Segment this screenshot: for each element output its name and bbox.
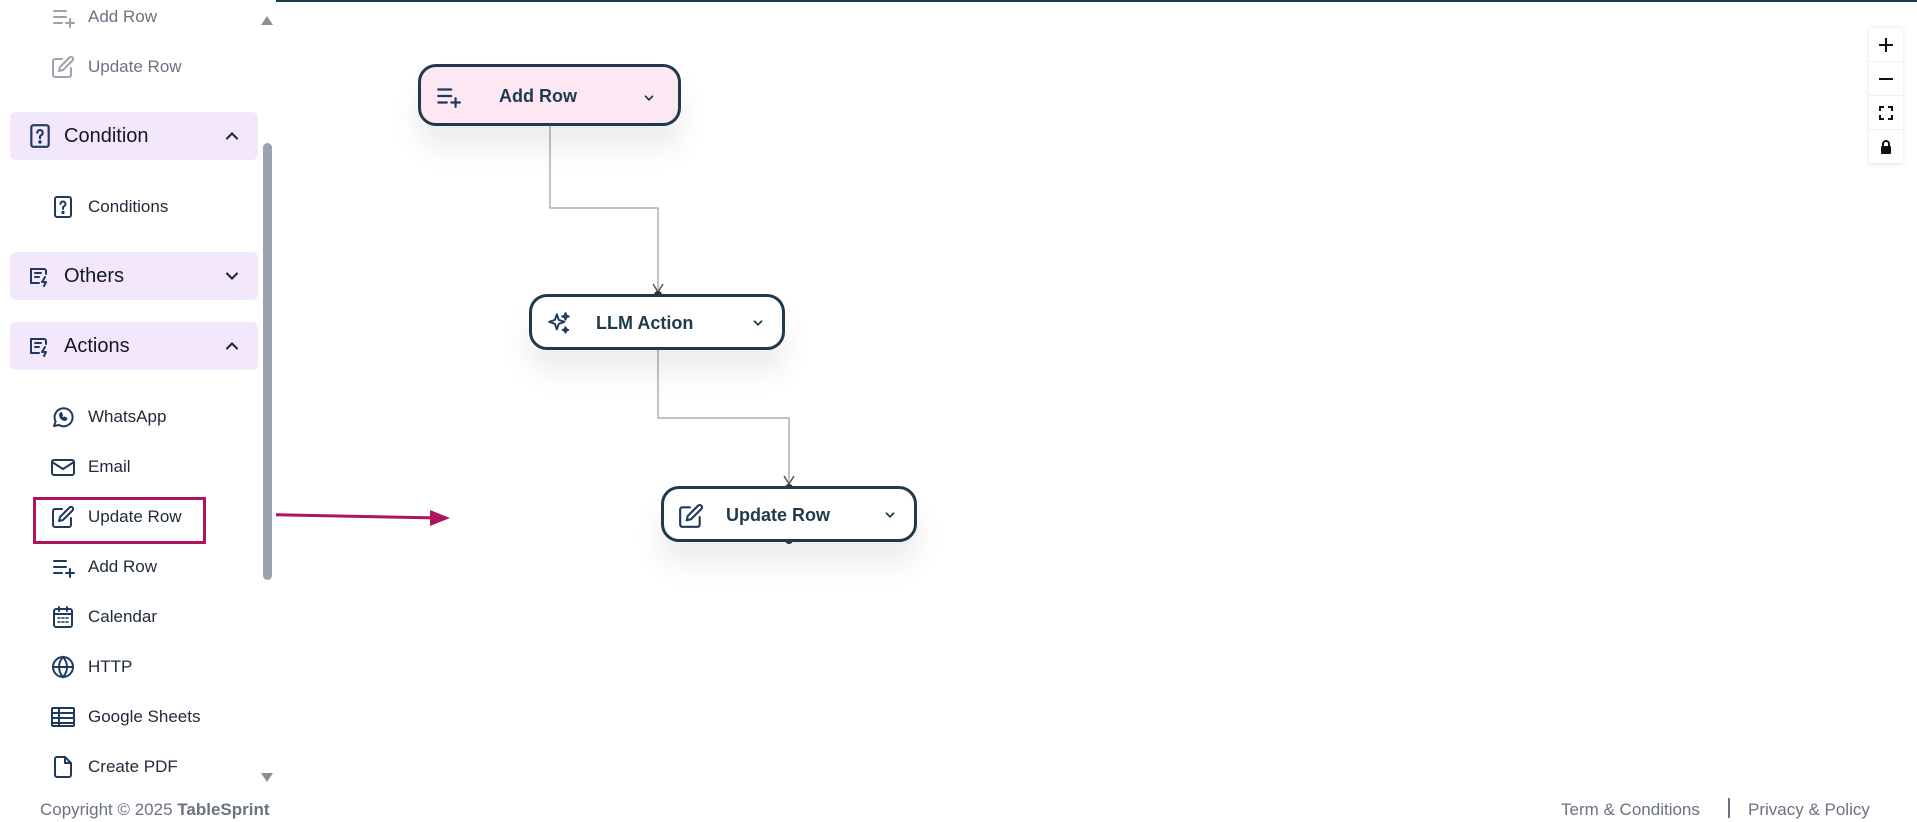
sidebar: Add Row Update Row Condition Conditions …	[0, 0, 276, 785]
brand-name: TableSprint	[177, 800, 270, 819]
sidebar-item-label: Create PDF	[88, 757, 178, 776]
zoom-out-icon[interactable]	[1869, 62, 1903, 96]
mail-icon	[50, 454, 76, 480]
flow-canvas[interactable]: Add Row LLM Action Update Row	[276, 2, 1917, 785]
sidebar-item-email[interactable]: Email	[50, 450, 131, 484]
sidebar-item-update-row-top[interactable]: Update Row	[50, 50, 182, 84]
sidebar-item-http[interactable]: HTTP	[50, 650, 132, 684]
sidebar-item-conditions[interactable]: Conditions	[50, 190, 168, 224]
chevron-down-icon[interactable]	[751, 316, 765, 330]
list-plus-icon	[50, 554, 76, 580]
section-label: Actions	[64, 334, 130, 357]
whatsapp-icon	[50, 404, 76, 430]
sidebar-item-label: Google Sheets	[88, 707, 201, 726]
node-update-row[interactable]: Update Row	[661, 486, 917, 542]
zoom-controls	[1869, 28, 1903, 164]
sidebar-item-add-row-top[interactable]: Add Row	[50, 0, 157, 34]
section-actions-header[interactable]: Actions	[10, 322, 258, 370]
node-llm-action[interactable]: LLM Action	[529, 294, 785, 350]
copyright: Copyright © 2025 TableSprint	[40, 800, 270, 820]
section-others-header[interactable]: Others	[10, 252, 258, 300]
sidebar-item-label: Update Row	[88, 507, 182, 526]
sidebar-item-label: Add Row	[88, 557, 157, 576]
list-plus-icon	[435, 83, 461, 109]
node-label: LLM Action	[596, 313, 694, 333]
sidebar-item-label: Conditions	[88, 197, 169, 216]
scrollbar-thumb[interactable]	[263, 143, 272, 580]
footer-divider	[1728, 798, 1730, 818]
table-icon	[50, 704, 76, 730]
sidebar-item-create-pdf[interactable]: Create PDF	[50, 750, 178, 784]
highlight-box	[33, 497, 206, 544]
edit-icon	[50, 54, 76, 80]
annotation-arrowhead	[430, 510, 450, 526]
fit-view-icon[interactable]	[1869, 96, 1903, 130]
section-label: Others	[64, 264, 125, 287]
chevron-down-icon	[222, 266, 242, 286]
annotation-arrow-line	[276, 513, 443, 520]
copyright-text: Copyright © 2025	[40, 800, 173, 819]
chevron-down-icon[interactable]	[642, 91, 656, 105]
privacy-link[interactable]: Privacy & Policy	[1748, 800, 1870, 819]
sidebar-item-google-sheets[interactable]: Google Sheets	[50, 700, 200, 734]
edge-llm-to-update	[657, 346, 790, 482]
edge-add-to-llm	[549, 120, 659, 290]
question-file-icon	[26, 122, 54, 150]
sidebar-item-update-row[interactable]: Update Row	[50, 500, 182, 534]
scroll-down-arrow-icon[interactable]	[261, 773, 273, 782]
section-condition-header[interactable]: Condition	[10, 112, 258, 160]
section-label: Condition	[64, 124, 149, 147]
sidebar-item-label: Update Row	[88, 57, 182, 76]
sidebar-item-add-row[interactable]: Add Row	[50, 550, 157, 584]
footer: Copyright © 2025 TableSprint Term & Cond…	[0, 786, 1917, 822]
top-border	[0, 0, 1917, 2]
list-plus-icon	[50, 4, 76, 30]
sparkles-icon	[546, 311, 572, 337]
node-label: Update Row	[726, 505, 831, 525]
sidebar-item-label: HTTP	[88, 657, 133, 676]
sidebar-item-whatsapp[interactable]: WhatsApp	[50, 400, 166, 434]
file-icon	[50, 754, 76, 780]
chevron-up-icon	[222, 336, 242, 356]
sidebar-item-calendar[interactable]: Calendar	[50, 600, 157, 634]
chevron-up-icon	[222, 126, 242, 146]
tools-icon	[26, 262, 54, 290]
edit-icon	[50, 504, 76, 530]
lock-icon[interactable]	[1869, 130, 1903, 164]
question-file-icon	[50, 194, 76, 220]
chevron-down-icon[interactable]	[883, 508, 897, 522]
sidebar-item-label: WhatsApp	[88, 407, 167, 426]
node-label: Add Row	[499, 86, 577, 106]
connector-layer	[276, 116, 795, 544]
sidebar-item-label: Email	[88, 457, 131, 476]
node-add-row[interactable]: Add Row	[418, 64, 681, 126]
sidebar-item-label: Add Row	[88, 7, 157, 26]
terms-link[interactable]: Term & Conditions	[1561, 800, 1700, 819]
globe-icon	[50, 654, 76, 680]
edit-icon	[678, 503, 704, 529]
scroll-up-arrow-icon[interactable]	[261, 16, 273, 25]
calendar-icon	[50, 604, 76, 630]
tools-icon	[26, 332, 54, 360]
sidebar-item-label: Calendar	[88, 607, 157, 626]
zoom-in-icon[interactable]	[1869, 28, 1903, 62]
